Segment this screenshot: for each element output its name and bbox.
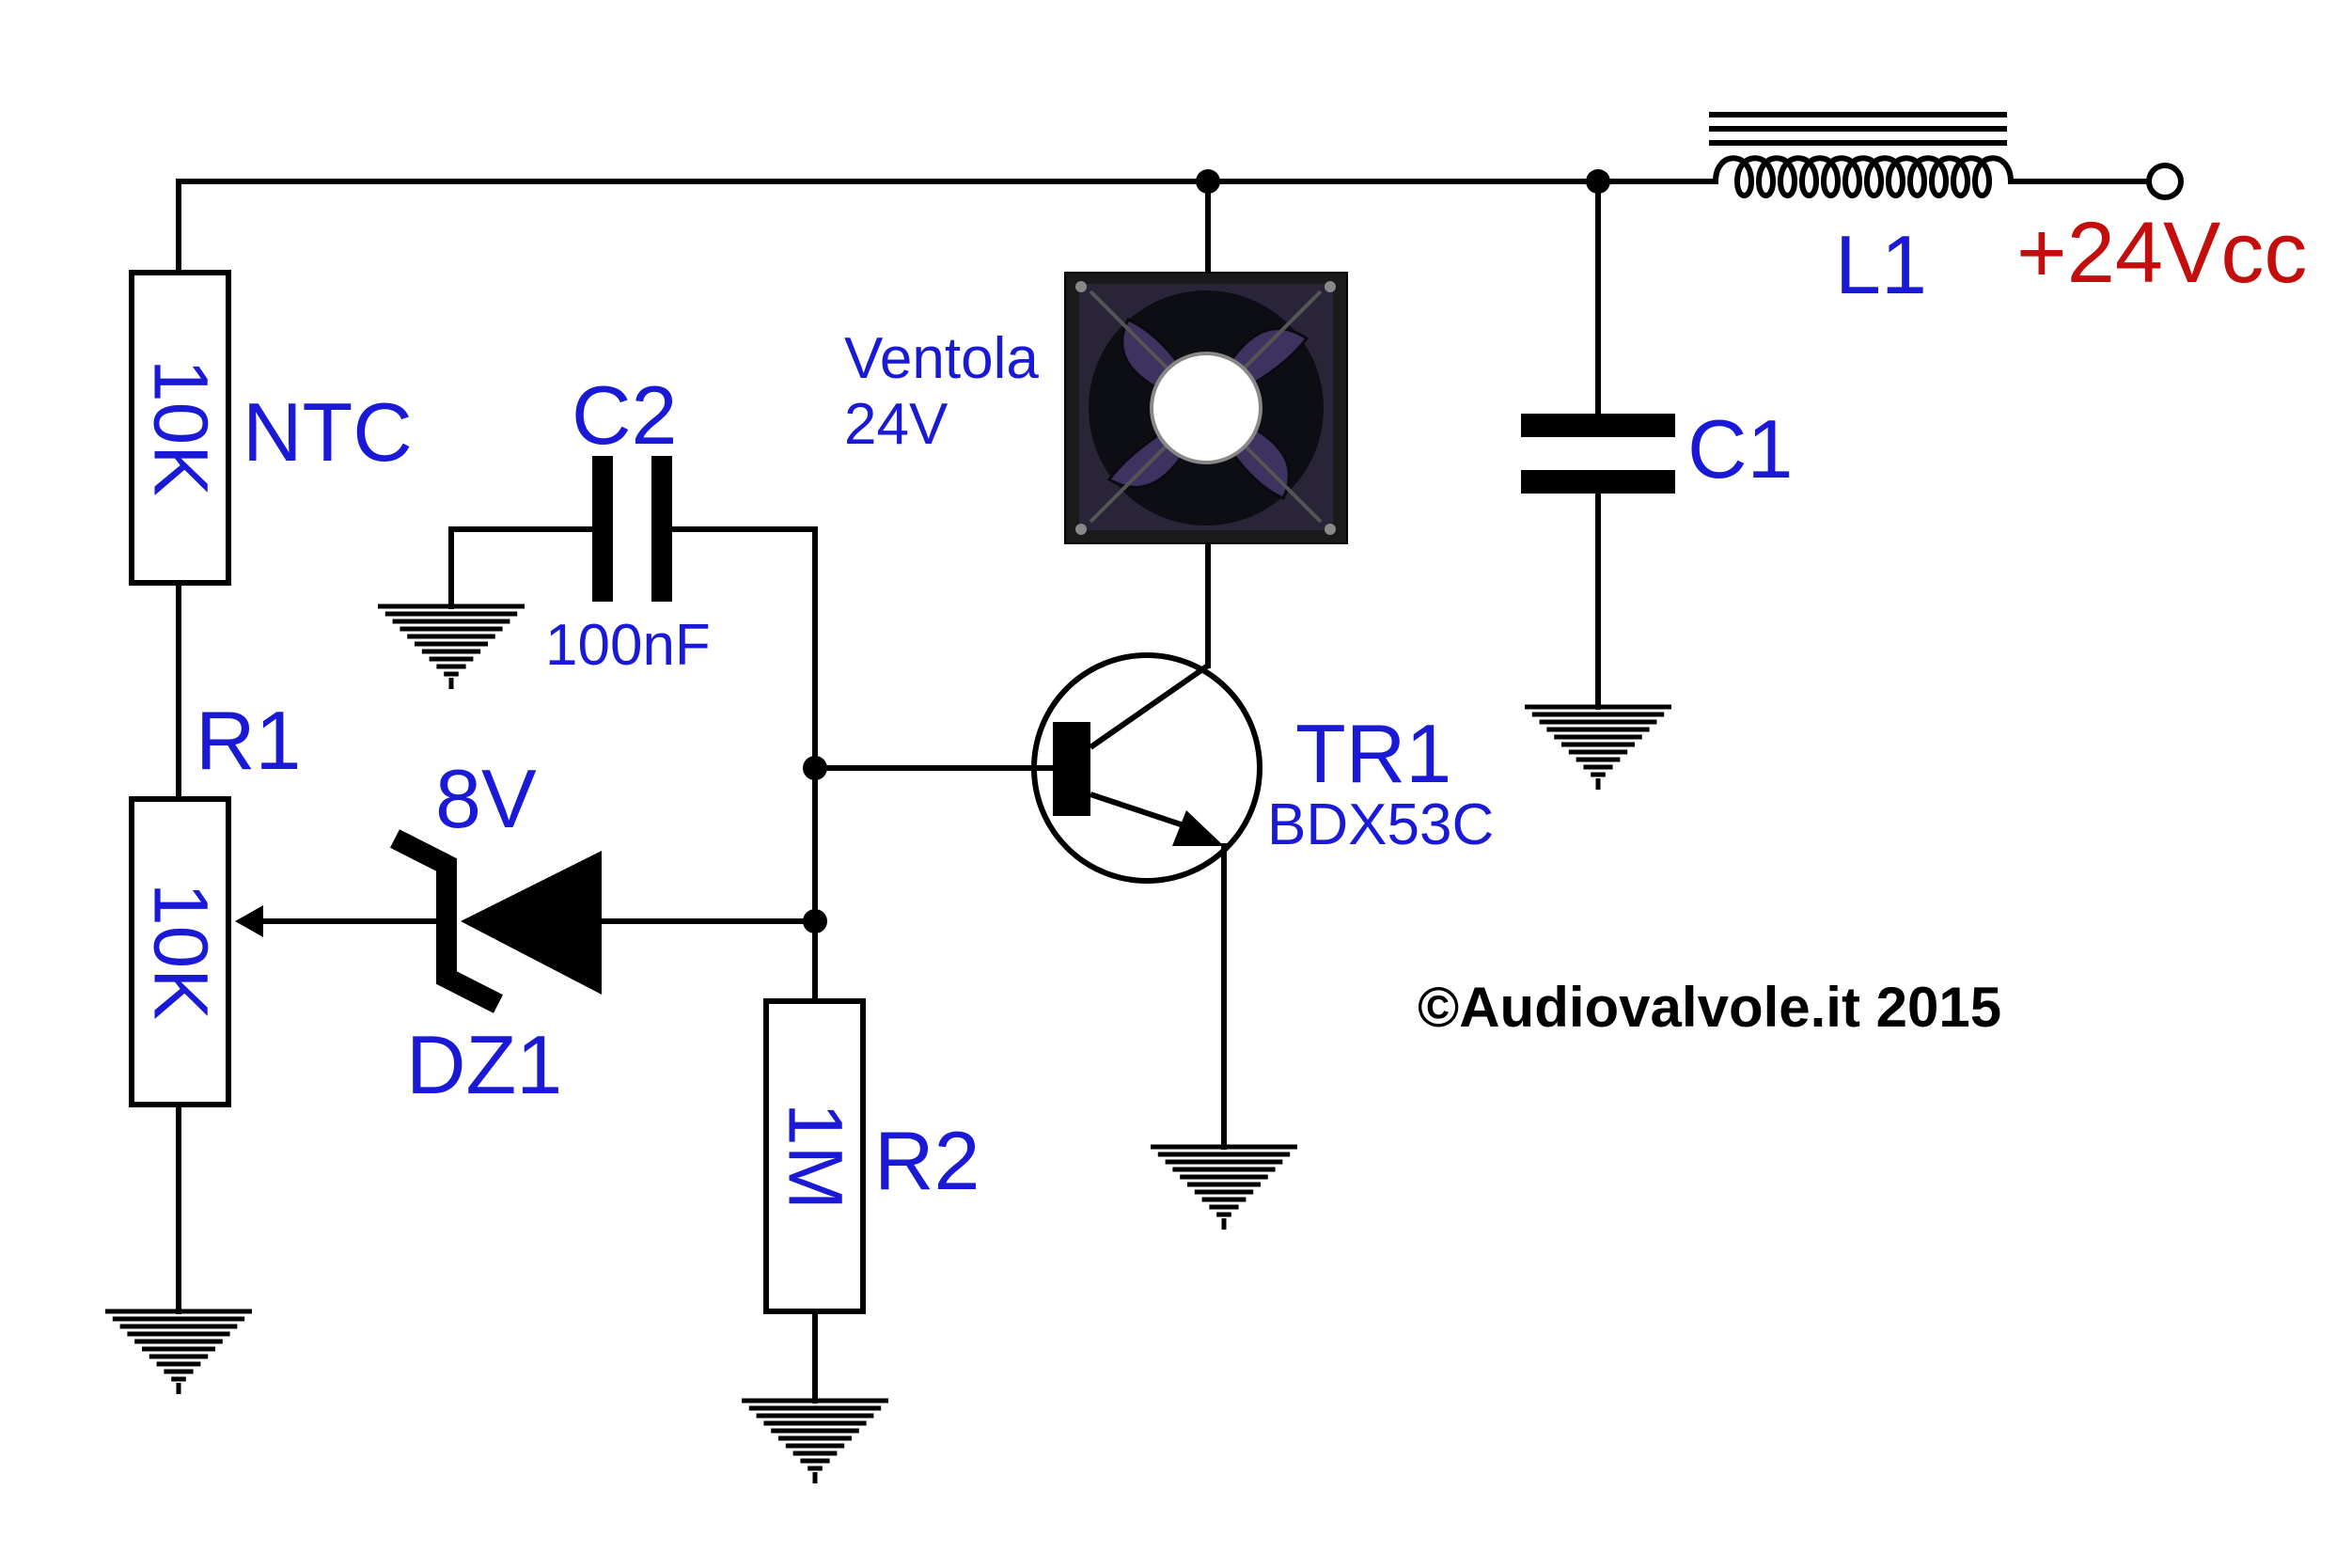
zener-bar bbox=[390, 829, 503, 1013]
l1-inductor bbox=[1709, 112, 2031, 198]
junction-dot bbox=[1196, 169, 1220, 194]
ntc-value-label: 10K bbox=[138, 359, 224, 496]
copyright-label: ©Audiovalvole.it 2015 bbox=[1418, 976, 2001, 1039]
c2-name-label: C2 bbox=[572, 368, 678, 462]
r1-value-label: 10K bbox=[138, 883, 224, 1020]
supply-terminal bbox=[2146, 163, 2184, 200]
transistor-base-bar bbox=[1053, 722, 1090, 816]
labels: NTC R1 C2 100nF 8V DZ1 R2 Ventola 24V TR… bbox=[196, 205, 2307, 1207]
c2-value-label: 100nF bbox=[545, 613, 711, 678]
r2-resistor: 1M bbox=[763, 998, 866, 1314]
r1-potentiometer: 10K bbox=[129, 796, 263, 1107]
tr1-transistor bbox=[1031, 652, 1262, 884]
ntc-name-label: NTC bbox=[243, 385, 413, 478]
transistor-emitter bbox=[1090, 792, 1190, 830]
supply-label: +24Vcc bbox=[2016, 205, 2307, 301]
top-rail-wire bbox=[176, 179, 1714, 308]
r2-name-label: R2 bbox=[874, 1114, 980, 1207]
fan-name-label: Ventola bbox=[844, 326, 1039, 391]
tr1-part-label: BDX53C bbox=[1267, 792, 1494, 857]
c1-name-label: C1 bbox=[1687, 402, 1794, 495]
c1-capacitor bbox=[1521, 414, 1675, 494]
dz1-name-label: DZ1 bbox=[406, 1018, 562, 1111]
junction-dot bbox=[803, 756, 827, 780]
transistor-collector bbox=[1089, 663, 1210, 750]
ground-symbol bbox=[1525, 704, 1671, 790]
ground-symbol bbox=[1151, 1144, 1297, 1230]
dz1-value-label: 8V bbox=[435, 752, 537, 845]
emitter-arrow bbox=[1172, 810, 1224, 846]
fan-icon bbox=[1064, 272, 1348, 544]
r2-value-label: 1M bbox=[773, 1103, 858, 1210]
junction-dot bbox=[803, 909, 827, 933]
zener-triangle bbox=[461, 851, 602, 995]
ntc-resistor: 10K bbox=[129, 270, 231, 586]
c2-capacitor bbox=[592, 456, 672, 602]
ground-symbol bbox=[378, 604, 525, 689]
fan-rating-label: 24V bbox=[844, 392, 949, 457]
ground-symbol bbox=[105, 1309, 252, 1394]
dz1-zener-diode bbox=[390, 829, 602, 1013]
wiper-arrow bbox=[235, 905, 263, 937]
inductor-coil bbox=[1713, 155, 2031, 198]
junctions bbox=[803, 169, 1610, 933]
l1-name-label: L1 bbox=[1835, 218, 1927, 311]
junction-dot bbox=[1586, 169, 1610, 194]
r1-name-label: R1 bbox=[196, 694, 302, 787]
transistor-body bbox=[1031, 652, 1262, 884]
tr1-name-label: TR1 bbox=[1295, 707, 1451, 800]
ground-symbol bbox=[742, 1398, 888, 1483]
c2-ground-wire bbox=[448, 526, 595, 609]
ground-symbols bbox=[105, 604, 1671, 1483]
c2-node-wire bbox=[669, 526, 818, 1004]
